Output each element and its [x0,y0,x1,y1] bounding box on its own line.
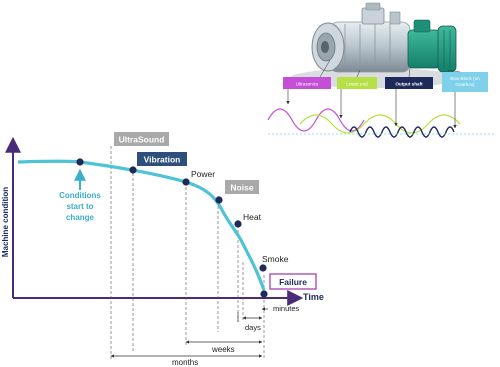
days-label: days [245,323,261,332]
point-failure [260,290,268,298]
pump-illustration [290,2,460,88]
y-axis-label: Machine condition [1,187,10,257]
point-power [182,178,190,186]
minutes-label: minutes [273,304,300,313]
point-noise [215,196,223,204]
weeks-label: weeks [211,345,235,354]
ultrasound-box [114,132,169,146]
noise-label: Noise [230,183,253,193]
smoke-label: Smoke [262,254,289,264]
conditions-label-line1: Conditions [59,191,101,200]
ultrasound-label: UltraSound [119,135,165,145]
tag-gearbox-box [442,72,488,92]
tag-output-shaft-box [385,77,433,89]
heat-label: Heat [243,212,262,222]
point-heat [234,220,242,228]
noise-box [225,180,259,194]
point-smoke [259,264,267,272]
vibration-label: Vibration [144,155,181,165]
vibration-box [137,152,187,166]
point-conditions [76,158,84,166]
vibration-waves [267,89,495,138]
pump-tags: Ultrasonics Lower end Output shaft Bow B… [283,59,488,92]
failure-box [269,273,317,290]
tag-lower-end-box [337,77,377,89]
tag-lower-end-label: Lower end [346,82,368,87]
time-spans [110,307,268,358]
failure-label: Failure [279,277,307,287]
x-axis-label: Time [303,292,324,302]
months-label: months [172,358,198,367]
point-vibration [129,166,137,174]
power-label: Power [191,169,215,179]
tag-ultrasonics-box [283,77,331,89]
tag-gearbox-label: Bow Block (on Gearbox) [450,76,480,87]
tag-output-shaft-label: Output shaft [395,82,423,87]
axes [5,136,304,306]
stage-guides [110,146,265,360]
conditions-label-line2: start to [66,202,93,211]
tag-ultrasonics-label: Ultrasonics [296,82,319,87]
curve-points [76,158,268,298]
conditions-label-line3: change [66,213,95,222]
